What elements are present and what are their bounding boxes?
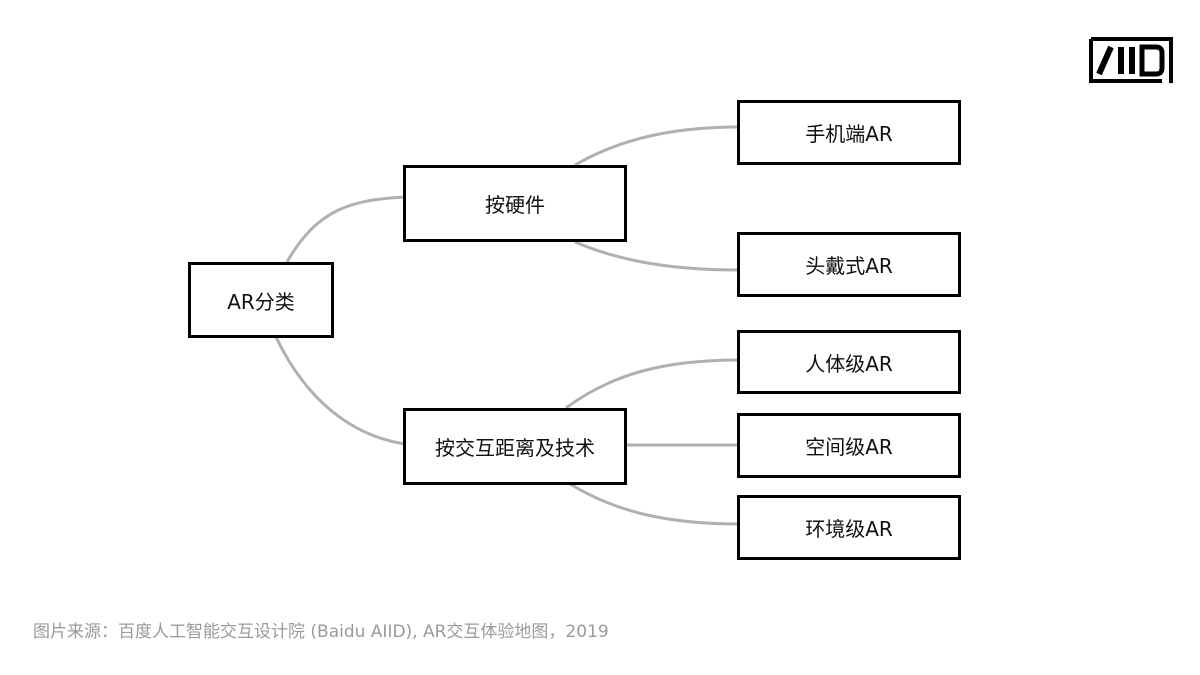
node-hardware: 按硬件 — [403, 165, 627, 242]
node-space-label: 空间级AR — [805, 435, 893, 459]
node-mobile: 手机端AR — [737, 100, 961, 165]
node-body-label: 人体级AR — [805, 351, 893, 376]
node-distance-label: 按交互距离及技术 — [435, 436, 595, 460]
node-hardware-label: 按硬件 — [485, 193, 545, 217]
connector-root-hardware — [285, 195, 406, 263]
node-environment-label: 环境级AR — [805, 517, 893, 541]
node-distance: 按交互距离及技术 — [403, 408, 627, 485]
node-space: 空间级AR — [737, 413, 961, 478]
connector-hardware-headset — [574, 240, 740, 272]
connector-root-distance — [274, 336, 406, 446]
connector-distance-environment — [569, 482, 740, 526]
node-root: AR分类 — [188, 262, 334, 338]
connector-distance-body — [565, 358, 740, 410]
source-caption: 图片来源：百度人工智能交互设计院 (Baidu AIID), AR交互体验地图，… — [33, 622, 609, 642]
node-headset-label: 头戴式AR — [805, 254, 893, 278]
node-root-label: AR分类 — [227, 289, 295, 314]
node-headset: 头戴式AR — [737, 232, 961, 297]
node-body: 人体级AR — [737, 330, 961, 394]
aiid-logo — [1089, 37, 1173, 83]
node-mobile-label: 手机端AR — [805, 122, 893, 146]
node-environment: 环境级AR — [737, 495, 961, 560]
connector-hardware-mobile — [574, 125, 740, 167]
